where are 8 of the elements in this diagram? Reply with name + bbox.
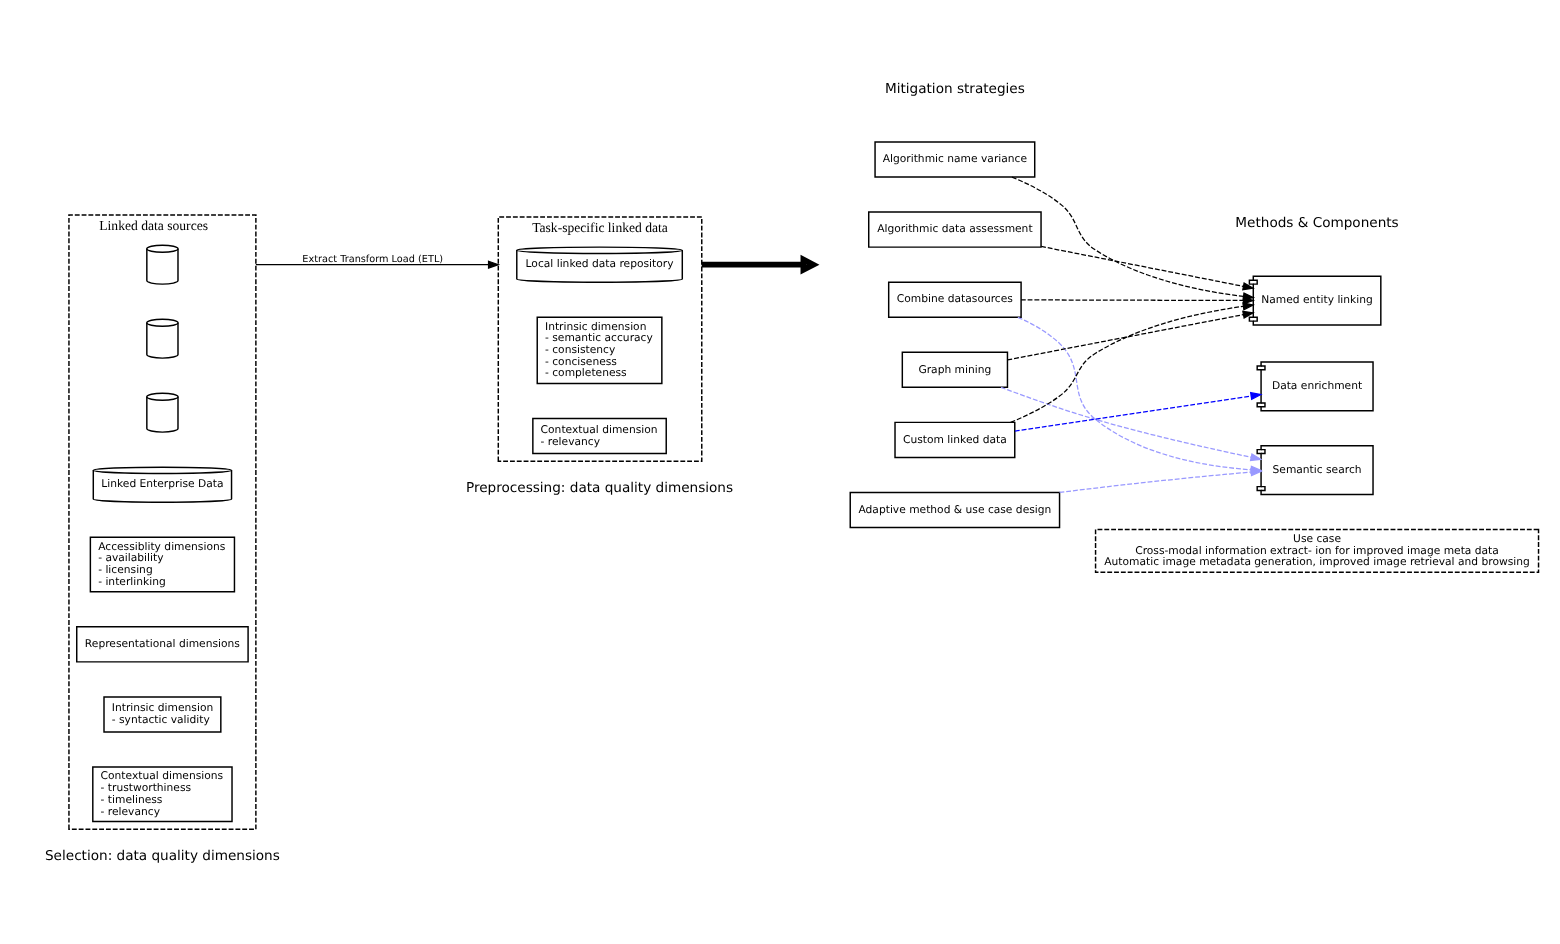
arrow bbox=[1000, 385, 1263, 461]
arrow bbox=[1014, 390, 1263, 431]
arrow bbox=[1020, 295, 1256, 304]
arrow bbox=[255, 259, 501, 268]
arrow bbox=[1040, 244, 1255, 290]
arrow bbox=[1010, 301, 1255, 422]
arrow bbox=[1006, 309, 1255, 360]
arrow bbox=[701, 253, 820, 274]
